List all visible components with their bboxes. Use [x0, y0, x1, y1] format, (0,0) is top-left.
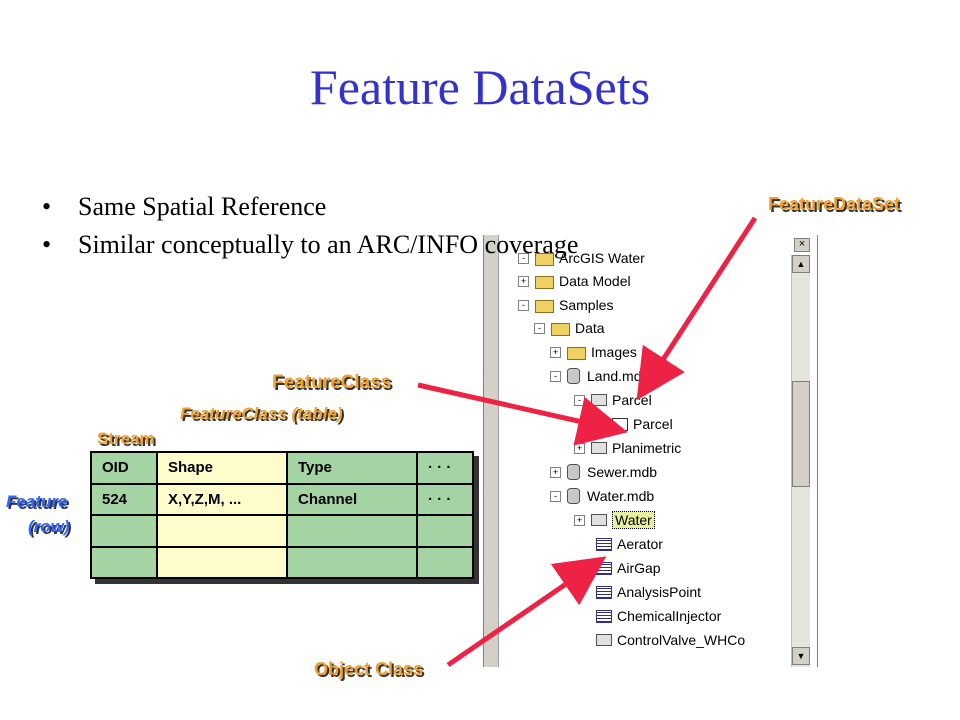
- tree-node-label: Data Model: [559, 273, 631, 289]
- feature-row-sublabel: (row): [28, 517, 70, 536]
- database-icon: [567, 488, 580, 504]
- tree-node[interactable]: + Images: [550, 341, 637, 363]
- feature-dataset-icon: [591, 514, 607, 526]
- object-class-label: Object Class: [314, 659, 424, 679]
- tree-node[interactable]: - Water.mdb: [550, 485, 654, 507]
- tree-node[interactable]: + Data Model: [518, 270, 631, 292]
- collapse-icon[interactable]: -: [518, 299, 529, 311]
- tree-node[interactable]: + Water: [574, 509, 655, 531]
- table-cell: [416, 514, 474, 548]
- slide-title: Feature DataSets: [309, 59, 651, 115]
- tree-node-label: Land.mdb: [587, 368, 650, 384]
- table-row: [90, 514, 474, 548]
- window-divider: [817, 235, 818, 667]
- column-header-shape: Shape: [156, 451, 288, 485]
- table-cell: [90, 545, 158, 579]
- scroll-down-button[interactable]: ▼: [792, 647, 810, 665]
- table-cell: [416, 545, 474, 579]
- tree-node-label: AirGap: [617, 560, 661, 576]
- database-icon: [567, 464, 580, 480]
- tree-node-label: ArcGIS Water: [559, 250, 645, 266]
- folder-icon: [535, 252, 554, 266]
- collapse-icon[interactable]: -: [518, 252, 529, 264]
- table-cell: [286, 545, 418, 579]
- bullet-item: •Same Spatial Reference: [42, 192, 327, 221]
- table-cell: Channel: [286, 482, 418, 516]
- expand-icon[interactable]: +: [550, 346, 561, 358]
- table-header-row: OID Shape Type · · ·: [90, 451, 474, 485]
- column-header-more: · · ·: [416, 451, 474, 485]
- feature-dataset-label: FeatureDataSet: [768, 194, 901, 214]
- tree-node-label: Sewer.mdb: [587, 464, 658, 480]
- table-cell: [156, 514, 288, 548]
- table-row: 524 X,Y,Z,M, ... Channel · · ·: [90, 482, 474, 516]
- feature-row-label: Feature: [6, 492, 68, 511]
- column-header-type: Type: [286, 451, 418, 485]
- tree-node[interactable]: - Samples: [518, 294, 613, 316]
- tree-node[interactable]: + Sewer.mdb: [550, 461, 657, 483]
- feature-class-label: FeatureClass: [272, 372, 392, 393]
- folder-icon: [535, 299, 554, 313]
- tree-node[interactable]: - Land.mdb: [550, 365, 649, 387]
- relationship-icon: [596, 634, 612, 646]
- tree-node-label: ControlValve_WHCo: [617, 632, 746, 648]
- folder-icon: [567, 346, 586, 360]
- tree-node-label: Water: [612, 511, 655, 529]
- expand-icon[interactable]: +: [518, 275, 529, 287]
- tree-node-label: ChemicalInjector: [617, 608, 722, 624]
- collapse-icon[interactable]: -: [550, 370, 561, 382]
- table-cell: [156, 545, 288, 579]
- bullet-icon: •: [42, 192, 52, 221]
- close-button[interactable]: ×: [794, 238, 810, 252]
- tree-node-label: Aerator: [617, 536, 663, 552]
- arrow-feature-class: [417, 382, 628, 446]
- tree-node[interactable]: - ArcGIS Water: [518, 247, 645, 269]
- database-icon: [567, 368, 580, 384]
- table-cell: 524: [90, 482, 158, 516]
- scroll-up-button[interactable]: ▲: [792, 255, 810, 273]
- bullet-item: •Similar conceptually to an ARC/INFO cov…: [42, 230, 579, 259]
- tree-node[interactable]: ControlValve_WHCo: [590, 629, 745, 651]
- table-icon: [596, 537, 612, 551]
- table-icon: [596, 609, 612, 623]
- vertical-scrollbar[interactable]: ▲ ▼: [791, 255, 810, 667]
- tree-node-label: Parcel: [633, 416, 673, 432]
- tree-node-label: Samples: [559, 297, 614, 313]
- tree-node[interactable]: ChemicalInjector: [590, 605, 721, 627]
- tree-node-label: AnalysisPoint: [617, 584, 702, 600]
- catalog-tree-window: × ▲ ▼ - ArcGIS Water + Data Model - Samples - D…: [483, 235, 824, 667]
- column-header-oid: OID: [90, 451, 158, 485]
- folder-icon: [551, 322, 570, 336]
- expand-icon[interactable]: +: [574, 514, 585, 526]
- table-cell: [90, 514, 158, 548]
- tree-node-label: Images: [591, 344, 637, 360]
- expand-icon[interactable]: +: [550, 466, 561, 478]
- tree-node[interactable]: - Data: [534, 317, 605, 339]
- collapse-icon[interactable]: -: [550, 490, 561, 502]
- folder-icon: [535, 275, 554, 289]
- feature-class-table: OID Shape Type · · · 524 X,Y,Z,M, ... Ch…: [90, 451, 474, 579]
- collapse-icon[interactable]: -: [534, 322, 545, 334]
- stream-label: Stream: [97, 429, 155, 448]
- tree-node-label: Planimetric: [612, 440, 682, 456]
- table-cell: · · ·: [416, 482, 474, 516]
- table-cell: [286, 514, 418, 548]
- table-row: [90, 545, 474, 579]
- arrow-feature-dataset: [636, 216, 758, 401]
- tree-node-label: Data: [575, 320, 605, 336]
- tree-node-label: Water.mdb: [587, 488, 655, 504]
- table-cell: X,Y,Z,M, ...: [156, 482, 288, 516]
- bullet-icon: •: [42, 230, 52, 259]
- scroll-thumb[interactable]: [792, 381, 810, 487]
- tree-node[interactable]: Aerator: [590, 533, 663, 555]
- window-frame-edge: [484, 235, 499, 667]
- feature-class-table-label: FeatureClass (table): [180, 404, 343, 423]
- arrow-object-class: [446, 556, 607, 668]
- bullet-list: •Same Spatial Reference •Similar concept…: [42, 192, 602, 268]
